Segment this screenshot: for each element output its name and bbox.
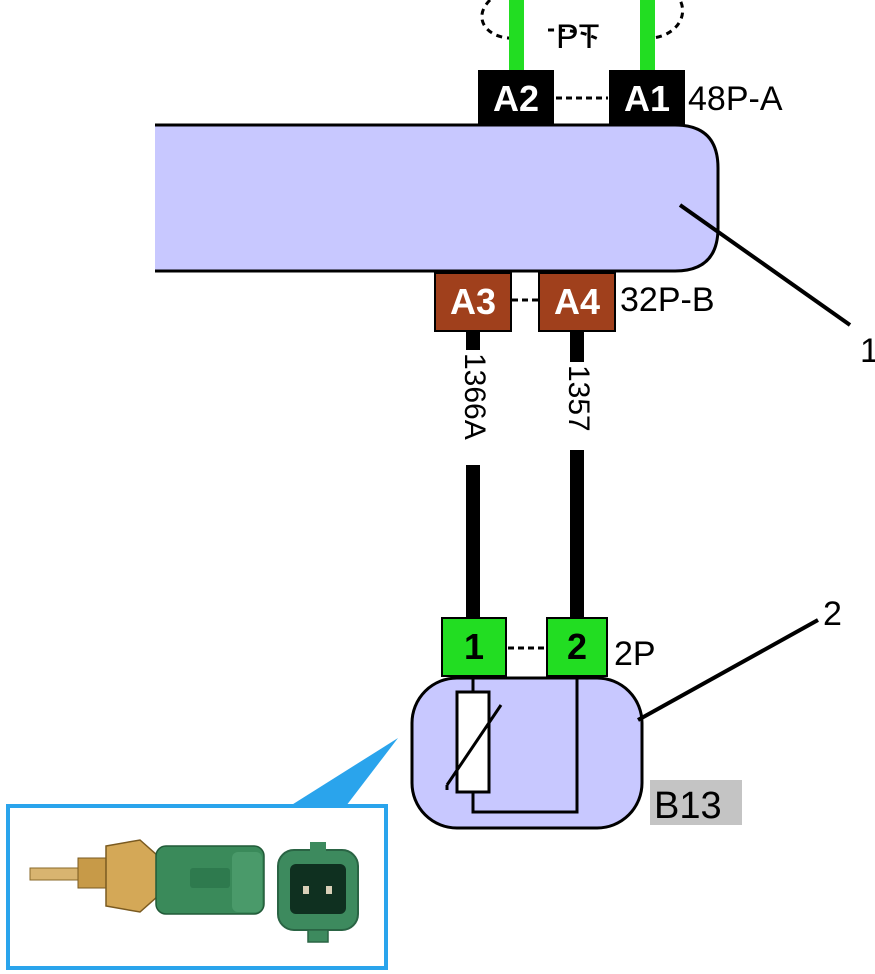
wire-a2-top	[509, 0, 524, 72]
connector-face-inner	[290, 864, 346, 914]
connector-face-tab-top	[310, 842, 326, 852]
pin-a1-box	[609, 70, 685, 128]
sensor-hex-nut	[105, 839, 159, 913]
sensor-plug-latch	[190, 868, 230, 888]
connector-face-tab	[307, 929, 329, 943]
pin-2-label: 2	[567, 626, 587, 667]
pin-a2-box	[478, 70, 554, 128]
callout-1-number: 1	[860, 332, 875, 370]
pin-a2-label: A2	[493, 78, 539, 119]
wire-1366a-lower	[466, 465, 480, 620]
pin-a3-label: A3	[450, 281, 496, 322]
pin-1-label: 1	[464, 626, 484, 667]
pin-2-box	[546, 617, 608, 677]
wire-1357-lower	[570, 450, 584, 620]
wire-1366a-upper	[466, 332, 480, 350]
twisted-pair-label: PT	[556, 18, 599, 56]
photo-pointer	[290, 738, 398, 806]
wire-1357-label: 1357	[562, 365, 595, 432]
callout-1-leader	[678, 203, 852, 327]
sensor-plug-face-shadow	[232, 852, 262, 912]
wire-1366a-label: 1366A	[458, 353, 491, 440]
twisted-pair-loop	[480, 0, 684, 42]
sensor-tag: B13	[654, 785, 722, 827]
sensor-thread	[77, 857, 109, 889]
sensor-photo	[29, 839, 359, 943]
callout-2-leader	[637, 618, 819, 722]
sensor-probe-tip	[29, 867, 81, 881]
sensor-wire-loop	[471, 678, 579, 814]
sensor-body	[410, 676, 644, 830]
connector-32p-label: 32P-B	[620, 281, 715, 319]
thermistor-slash	[445, 704, 503, 786]
connector-48p-label: 48P-A	[688, 80, 783, 118]
pin-a1-label: A1	[624, 78, 670, 119]
wire-a1-top	[640, 0, 655, 72]
connector-pin-1	[303, 886, 309, 894]
wire-1357-upper	[570, 332, 584, 362]
sensor-tag-bg	[650, 780, 742, 825]
pin-a3-box	[434, 272, 512, 332]
thermistor-icon	[455, 690, 491, 794]
pin-a4-box	[538, 272, 616, 332]
connector-2p-label: 2P	[614, 635, 656, 673]
connector-pin-2	[326, 886, 332, 894]
ecu-body	[155, 123, 720, 273]
pin-a4-label: A4	[554, 281, 600, 322]
callout-2-number: 2	[823, 595, 842, 633]
pin-1-box	[441, 617, 507, 677]
